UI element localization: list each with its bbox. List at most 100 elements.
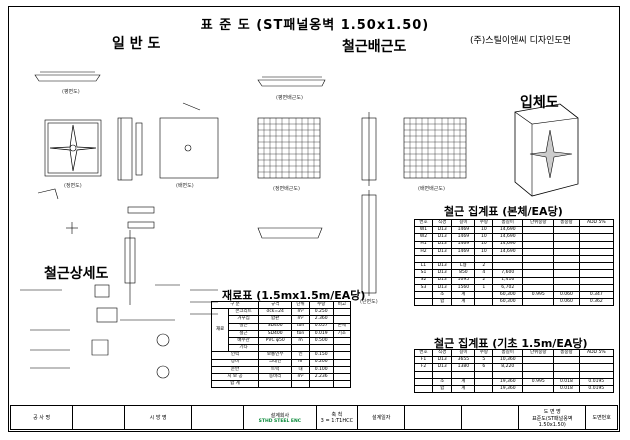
rebar-main-cell: [553, 233, 580, 242]
tb-spec-value: [191, 405, 245, 430]
rebar-main-cell: [522, 247, 555, 256]
rebar-base-cell: [451, 370, 476, 379]
rebar-main-cell: D13: [431, 262, 453, 271]
rebar-main-cell: 10: [474, 247, 494, 256]
rebar-main-cell: 60,300: [492, 290, 524, 300]
tb-date: 설계일자: [357, 405, 406, 430]
rebar-main-cell: [474, 298, 494, 307]
rebar-base-cell: 계: [451, 384, 476, 394]
rebar-main-cell: [578, 254, 615, 264]
tb-project-value: [72, 405, 126, 430]
rebar-main-cell: [553, 240, 580, 249]
rebar-base-cell: [522, 370, 555, 379]
rebar-main-cell: S2: [414, 276, 433, 285]
rebar-main-cell: [522, 269, 555, 278]
rebar-main-cell: [414, 254, 433, 264]
designer-logo: STHD STEEL ENC: [258, 418, 302, 424]
rebar-main-cell: 합: [431, 298, 453, 307]
rebar-main-cell: [522, 283, 555, 292]
caption-rebar-rear: (배면배근도): [418, 186, 445, 192]
rebar-main-cell: L형: [451, 262, 476, 271]
rebar-main-cell: [553, 262, 580, 271]
rebar-main-cell: D13: [431, 269, 453, 278]
rebar-main-cell: 850: [451, 269, 476, 278]
tb-project-label: 공 사 명: [9, 405, 74, 430]
title-block: 공 사 명 시 방 명 설계회사 STHD STEEL ENC 축 척 3 = …: [9, 405, 618, 430]
rebar-main-cell: [578, 233, 615, 242]
rebar-main-cell: 1560: [451, 283, 476, 292]
rebar-base-cell: 0.0195: [578, 384, 615, 394]
tb-spec-label: 시 방 명: [124, 405, 193, 430]
rebar-main-cell: [553, 226, 580, 235]
rebar-base-cell: 번호: [414, 348, 433, 358]
rebar-main-cell: [451, 254, 476, 264]
rebar-main-cell: 1,416: [492, 276, 524, 285]
rebar-main-cell: [414, 290, 433, 300]
rebar-main-cell: S3: [414, 283, 433, 292]
rebar-base-cell: 5: [474, 356, 494, 365]
rebar-main-cell: [578, 283, 615, 292]
rebar-base-cell: [474, 384, 494, 394]
rebar-main-cell: D13: [431, 226, 453, 235]
rebar-base-cell: ADD 5%: [578, 348, 615, 358]
section-general: 일 반 도: [112, 36, 161, 52]
material-table-title: 재료표 (1.5mx1.5m/EA당): [222, 289, 366, 302]
rebar-main-cell: [474, 290, 494, 300]
rebar-base-cell: [474, 370, 494, 379]
company-name: (주)스틸이엔씨 디자인도면: [470, 36, 571, 46]
rebar-main-cell: 60,300: [492, 298, 524, 307]
rebar-main-cell: 0.060: [553, 290, 580, 300]
rebar-base-cell: [414, 377, 433, 386]
rebar-main-cell: H1: [414, 240, 433, 249]
rebar-main-row: [414, 254, 615, 264]
rebar-main-cell: [553, 269, 580, 278]
rebar-main-cell: [522, 240, 555, 249]
rebar-main-cell: 0.362: [578, 298, 615, 307]
rebar-base-cell: 길이: [451, 348, 476, 358]
rebar-base-cell: 총길이: [492, 348, 524, 358]
rebar-main-cell: 10: [474, 233, 494, 242]
rebar-main-cell: 10: [474, 240, 494, 249]
rebar-main-cell: 길이: [451, 218, 476, 228]
rebar-main-cell: 14,690: [492, 247, 524, 256]
rebar-main-cell: 수량: [474, 218, 494, 228]
tb-drawing-name: 도 면 명 표준도(ST패널옹벽 1.50x1.50): [518, 405, 587, 430]
rebar-main-cell: 6,702: [492, 283, 524, 292]
rebar-main-cell: [431, 254, 453, 264]
rebar-base-cell: 단위중량: [522, 348, 555, 358]
tb-drawing-no: 도면번호: [585, 405, 618, 430]
rebar-main-cell: 번호: [414, 218, 433, 228]
rebar-base-cell: 10,360: [492, 356, 524, 365]
rebar-base-cell: [553, 363, 580, 372]
caption-general-front: (정면도): [64, 183, 82, 189]
caption-section: (단면도): [360, 299, 378, 305]
rebar-base-cell: F2: [414, 363, 433, 372]
rebar-base-cell: 0.0195: [578, 377, 615, 386]
rebar-base-cell: D13: [431, 356, 453, 365]
rebar-main-cell: 계: [451, 298, 476, 307]
rebar-main-cell: [492, 262, 524, 271]
rebar-base-cell: 수량: [474, 348, 494, 358]
rebar-base-cell: 합: [431, 384, 453, 394]
scale-note: 3 = 1:T1HCC: [320, 418, 354, 424]
rebar-main-cell: [578, 240, 615, 249]
rebar-main-cell: 1469: [451, 233, 476, 242]
rebar-main-cell: [553, 276, 580, 285]
rebar-main-cell: [553, 254, 580, 264]
rebar-main-cell: 계: [451, 290, 476, 300]
rebar-main-cell: [522, 262, 555, 271]
caption-general-top: (평면도): [62, 89, 80, 95]
